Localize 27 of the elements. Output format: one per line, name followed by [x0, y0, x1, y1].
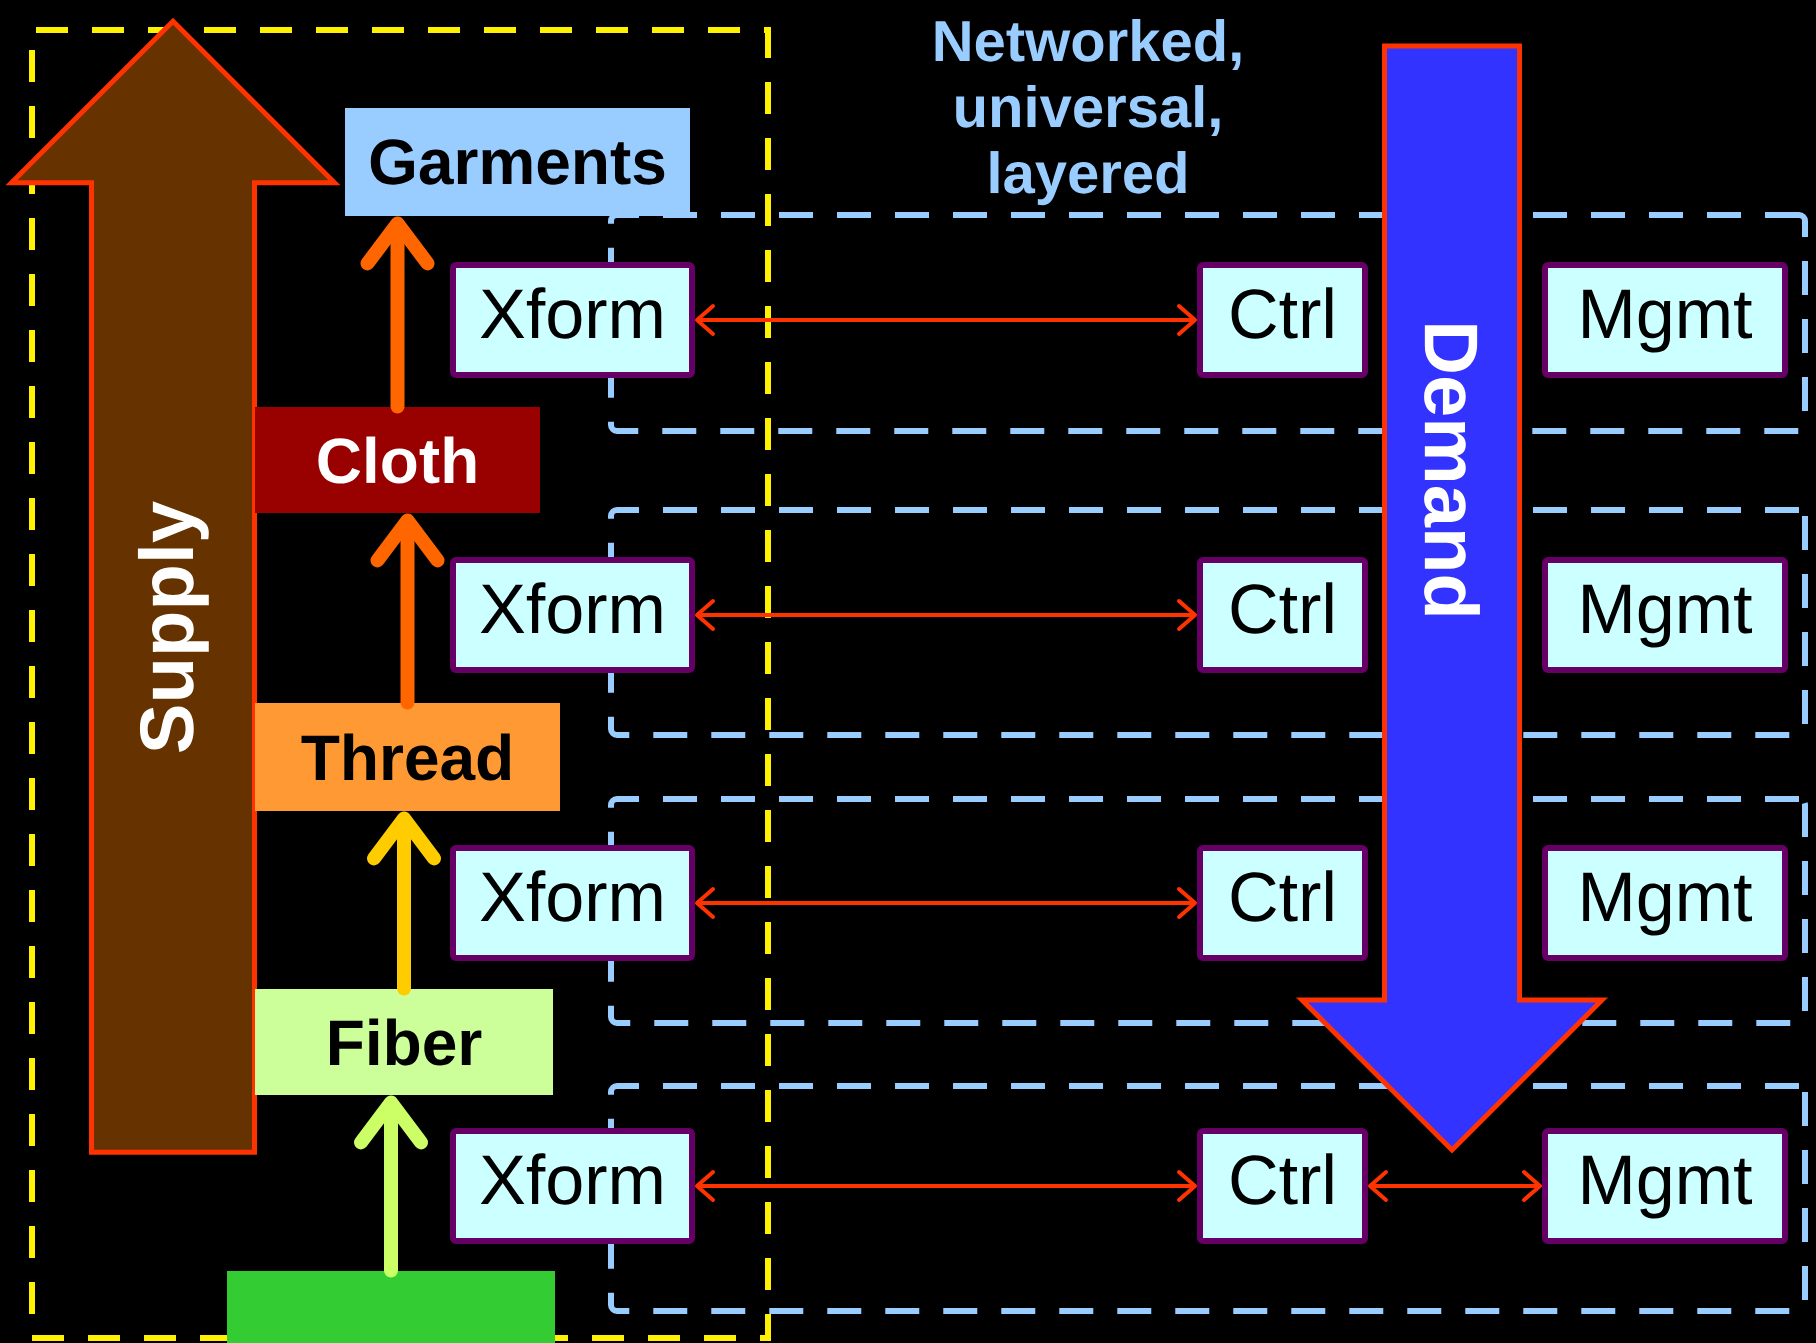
arrow: [695, 304, 1197, 336]
function-box: Xform: [450, 262, 695, 378]
arrow: [360, 216, 435, 414]
function-box: Ctrl: [1197, 845, 1368, 961]
function-box: Xform: [450, 1128, 695, 1244]
function-box: Ctrl: [1197, 557, 1368, 673]
function-box: Mgmt: [1542, 845, 1788, 961]
function-box: Mgmt: [1542, 262, 1788, 378]
empty-box: [227, 1271, 555, 1343]
stage-box: Fiber: [255, 989, 553, 1095]
function-box: Xform: [450, 845, 695, 961]
arrow: [695, 1170, 1197, 1202]
function-box: Mgmt: [1542, 557, 1788, 673]
stage-box: Thread: [255, 703, 560, 811]
function-box: Xform: [450, 557, 695, 673]
stage-box: Cloth: [255, 407, 540, 513]
arrow: [367, 811, 441, 996]
function-box: Mgmt: [1542, 1128, 1788, 1244]
arrow: [695, 887, 1197, 919]
function-box: Ctrl: [1197, 1128, 1368, 1244]
arrow: [695, 599, 1197, 631]
arrow: [1368, 1170, 1542, 1202]
title: Networked, universal, layered: [935, 19, 1241, 206]
function-box: Ctrl: [1197, 262, 1368, 378]
arrow: [354, 1095, 428, 1278]
stage-box: Garments: [345, 108, 690, 216]
arrow: [370, 513, 445, 710]
